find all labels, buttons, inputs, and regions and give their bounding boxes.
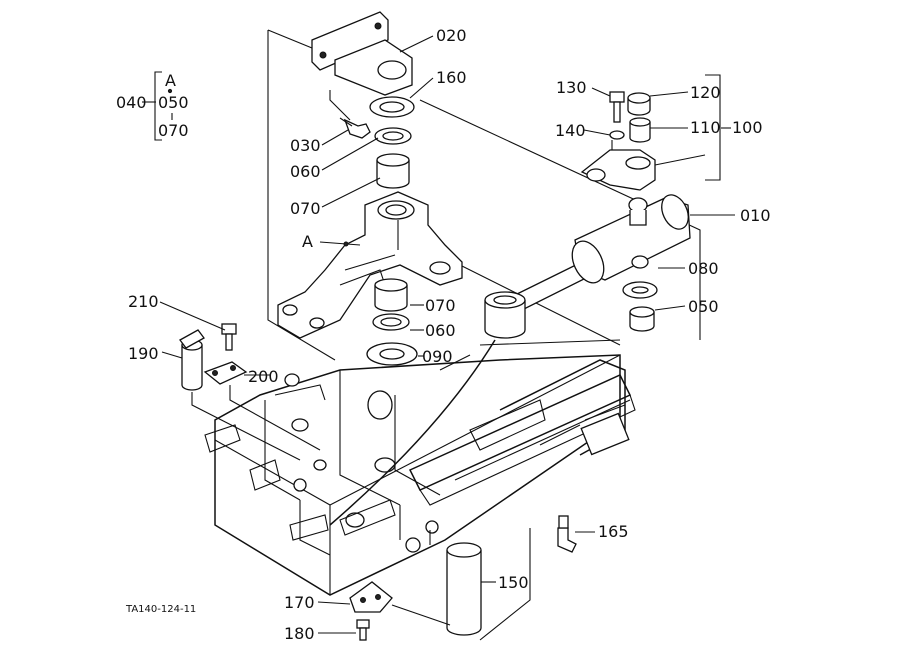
bolt-130: [609, 91, 625, 123]
callout-080: 080: [688, 259, 719, 278]
tie-rod-end-100: [580, 140, 656, 191]
callout-030: 030: [290, 136, 321, 155]
bushing-070-upper: [376, 153, 410, 189]
set-group-dot: [167, 88, 173, 94]
bolt-210: [221, 323, 237, 351]
callout-170: 170: [284, 593, 315, 612]
callout-130: 130: [556, 78, 587, 97]
nipple-165: [557, 515, 577, 553]
callout-190: 190: [128, 344, 159, 363]
set-group-item-070: 070: [158, 121, 189, 140]
bushing-070-lower: [374, 278, 408, 312]
washer-090: [366, 342, 418, 366]
callout-070-lower: 070: [425, 296, 456, 315]
knuckle-a-dot: [343, 241, 349, 247]
callout-210: 210: [128, 292, 159, 311]
bracket-020: [311, 11, 413, 96]
steering-cylinder-010: [484, 194, 691, 339]
callout-020: 020: [436, 26, 467, 45]
pin-150: [446, 542, 482, 636]
callout-060-lower: 060: [425, 321, 456, 340]
leader-190-down: [191, 392, 301, 461]
callout-110: 110: [690, 118, 721, 137]
callout-labels: 020 160 030 060 070 A 070 060 090 130 12…: [116, 26, 771, 643]
set-group-number: 040: [116, 93, 147, 112]
callout-180: 180: [284, 624, 315, 643]
callout-010: 010: [740, 206, 771, 225]
leader-200-down: [229, 385, 321, 451]
seal-060-lower: [372, 313, 410, 331]
callout-leaders: [142, 35, 735, 634]
plate-200: [203, 361, 248, 385]
callout-200: 200: [248, 367, 279, 386]
callout-120: 120: [690, 83, 721, 102]
cap-120: [627, 92, 651, 116]
nipple-030: [339, 117, 371, 139]
seal-060-upper: [374, 127, 412, 145]
callout-150: 150: [498, 573, 529, 592]
knuckle-arm: [277, 191, 463, 339]
callout-100: 100: [732, 118, 763, 137]
washer-160: [369, 96, 415, 118]
pin-190: [179, 329, 205, 391]
assembly-guide-curve: [329, 339, 496, 526]
callout-090: 090: [422, 347, 453, 366]
axle-housing: [204, 339, 636, 596]
set-group-letter: A: [165, 71, 176, 90]
callout-060-upper: 060: [290, 162, 321, 181]
leader-150-bracket: [479, 528, 531, 641]
callout-160: 160: [436, 68, 467, 87]
callout-140: 140: [555, 121, 586, 140]
diagram-code: TA140-124-11: [125, 604, 196, 615]
callout-050: 050: [688, 297, 719, 316]
plate-170: [349, 581, 393, 613]
callout-165: 165: [598, 522, 629, 541]
washer-080: [622, 281, 658, 299]
bolt-180: [356, 619, 370, 641]
callout-070-upper: 070: [290, 199, 321, 218]
callout-a-knuckle: A: [302, 232, 313, 251]
set-group-item-050: 050: [158, 93, 189, 112]
washer-140: [609, 130, 625, 140]
leader-170-down: [391, 604, 451, 626]
bushing-110: [629, 117, 651, 143]
bushing-050: [629, 306, 655, 332]
